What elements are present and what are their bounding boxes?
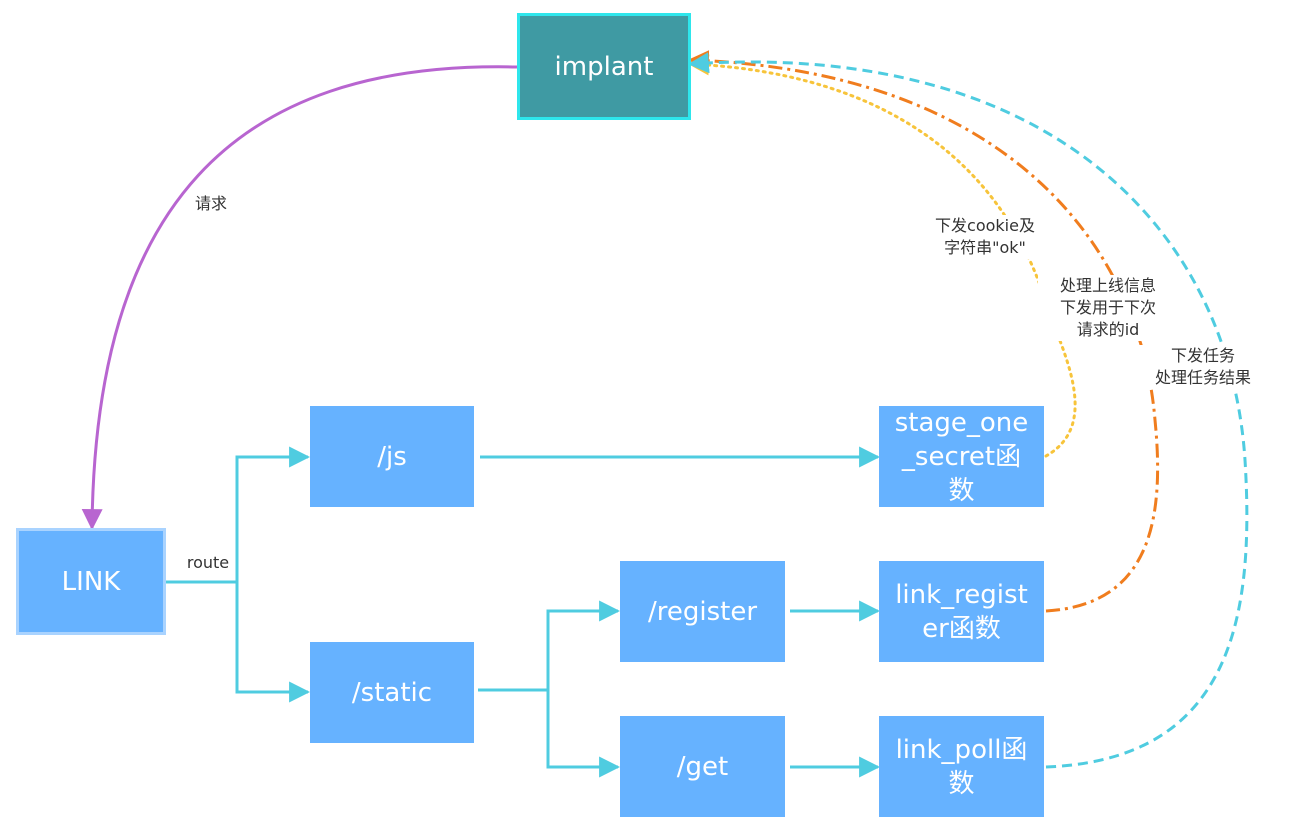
- node-register[interactable]: /register: [620, 561, 785, 662]
- node-link-register-label: link_regist er函数: [895, 579, 1028, 644]
- edge-request: [81, 65, 518, 531]
- label-cookie: 下发cookie及 字符串"ok": [915, 215, 1055, 259]
- node-link-poll-label: link_poll函 数: [895, 734, 1028, 799]
- edge-link-to-static: [235, 582, 311, 703]
- node-stage-one-secret[interactable]: stage_one _secret函 数: [879, 406, 1044, 507]
- node-get-label: /get: [676, 751, 729, 782]
- edge-online-return: [687, 50, 1160, 613]
- label-request: 请求: [194, 194, 227, 213]
- node-static[interactable]: /static: [310, 642, 474, 743]
- node-get[interactable]: /get: [620, 716, 785, 817]
- node-implant[interactable]: implant: [517, 13, 691, 120]
- node-js[interactable]: /js: [310, 406, 474, 507]
- label-task: 下发任务 处理任务结果: [1138, 345, 1268, 389]
- edge-cookie-return: [687, 54, 1077, 458]
- label-online: 处理上线信息 下发用于下次 请求的id: [1038, 275, 1178, 341]
- node-link[interactable]: LINK: [16, 528, 166, 635]
- node-link-label: LINK: [61, 566, 121, 597]
- node-link-register[interactable]: link_regist er函数: [879, 561, 1044, 662]
- label-route: route: [186, 553, 230, 572]
- node-stage-one-secret-label: stage_one _secret函 数: [894, 407, 1029, 506]
- edge-static-to-register: [478, 600, 621, 692]
- node-register-label: /register: [647, 596, 758, 627]
- node-js-label: /js: [377, 441, 407, 472]
- node-link-poll[interactable]: link_poll函 数: [879, 716, 1044, 817]
- node-implant-label: implant: [554, 51, 654, 82]
- edge-link-to-js: [166, 446, 311, 584]
- edge-static-to-get: [546, 690, 621, 778]
- node-static-label: /static: [351, 677, 433, 708]
